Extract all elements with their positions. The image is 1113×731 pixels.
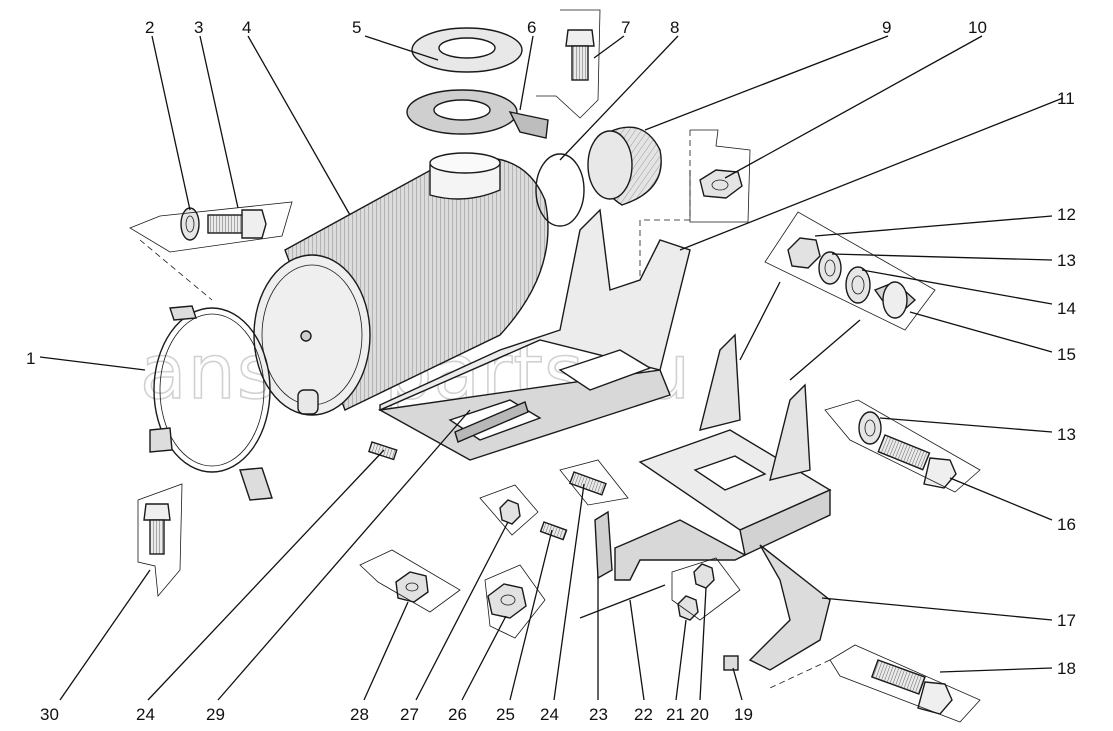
callout-bracket-20-21	[671, 557, 741, 621]
clip-23	[594, 510, 613, 580]
label-24: 24	[540, 705, 559, 724]
callout-bracket-28	[359, 549, 461, 613]
label-27: 27	[400, 705, 419, 724]
clamp-band	[149, 305, 273, 501]
label-12: 12	[1057, 205, 1076, 224]
label-13: 13	[1057, 251, 1076, 270]
label-16: 16	[1057, 515, 1076, 534]
clip-8	[535, 153, 585, 227]
bracket-11	[377, 208, 691, 461]
label-21: 21	[666, 705, 685, 724]
label-5: 5	[352, 18, 361, 37]
leader-lines	[39, 35, 1064, 701]
label-6: 6	[527, 18, 536, 37]
bolt-3	[207, 209, 267, 239]
label-4: 4	[242, 18, 251, 37]
nut-27	[499, 499, 521, 525]
callout-bracket-7	[536, 9, 601, 119]
bushing-15	[873, 281, 917, 320]
air-filter-housing	[253, 152, 549, 416]
bolt-25	[539, 521, 568, 541]
bracket-17	[614, 333, 832, 671]
nut-10	[699, 169, 743, 199]
dashed-guide-18	[769, 659, 831, 689]
washer-14	[845, 266, 871, 304]
label-8: 8	[670, 18, 679, 37]
label-14: 14	[1057, 299, 1076, 318]
label-13-b: 13	[1057, 425, 1076, 444]
bolt-18	[870, 659, 953, 715]
bolt-24-lower	[568, 471, 607, 496]
label-18: 18	[1057, 659, 1076, 678]
washer-13-top	[818, 251, 842, 285]
nut-26	[487, 583, 527, 619]
label-10: 10	[968, 18, 987, 37]
label-3: 3	[194, 18, 203, 37]
label-22: 22	[634, 705, 653, 724]
bolt-30	[143, 503, 171, 555]
nut-20	[693, 563, 715, 589]
label-9: 9	[882, 18, 891, 37]
nut-28	[395, 571, 429, 603]
label-7: 7	[621, 18, 630, 37]
bolt-16	[877, 434, 957, 489]
bushing-19	[723, 655, 739, 671]
callout-bracket-27	[479, 484, 539, 536]
nut-12	[787, 237, 821, 269]
label-15: 15	[1057, 345, 1076, 364]
callout-bracket-24	[559, 459, 629, 506]
label-1: 1	[26, 349, 35, 368]
label-24-b: 24	[136, 705, 155, 724]
intake-hose-9	[587, 126, 662, 206]
callout-bracket-30	[137, 483, 183, 597]
label-19: 19	[734, 705, 753, 724]
label-25: 25	[496, 705, 515, 724]
label-2: 2	[145, 18, 154, 37]
label-20: 20	[690, 705, 709, 724]
part-number-labels: 1 2 3 4 5 6 7 8 9 10 11 12 13 14 15 13 1…	[26, 18, 1076, 724]
seal-ring-5	[411, 27, 523, 73]
washer-13-bottom	[858, 411, 882, 445]
dashed-guide-2-3	[139, 239, 213, 301]
label-29: 29	[206, 705, 225, 724]
gasket-6	[406, 89, 549, 139]
nut-21	[677, 595, 699, 621]
label-11: 11	[1057, 89, 1075, 108]
stud-22	[579, 584, 666, 619]
bolt-7	[565, 29, 595, 81]
callout-bracket-12-15	[764, 211, 936, 331]
callout-bracket-18	[829, 644, 981, 723]
label-26: 26	[448, 705, 467, 724]
callout-bracket-16	[824, 399, 981, 493]
label-23: 23	[589, 705, 608, 724]
callout-bracket-2-3	[129, 201, 293, 253]
label-28: 28	[350, 705, 369, 724]
label-30: 30	[40, 705, 59, 724]
callout-leaders-12-15	[739, 281, 861, 381]
label-17: 17	[1057, 611, 1076, 630]
callout-bracket-10	[689, 129, 751, 223]
